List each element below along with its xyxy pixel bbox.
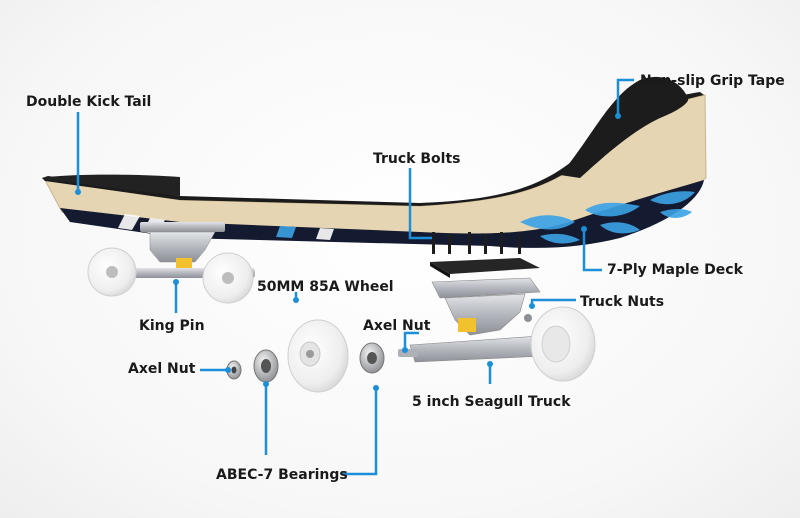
label-wheel: 50MM 85A Wheel — [257, 279, 394, 295]
label-double-kick-tail: Double Kick Tail — [26, 94, 152, 110]
right-truck-assembly — [398, 277, 596, 382]
leader-line-endpoints — [75, 113, 621, 391]
label-truck-nuts: Truck Nuts — [580, 294, 665, 310]
exploded-bearing-right — [359, 342, 385, 374]
label-seagull-truck: 5 inch Seagull Truck — [412, 394, 571, 410]
label-maple-deck: 7-Ply Maple Deck — [607, 262, 743, 278]
label-truck-bolts: Truck Bolts — [373, 151, 461, 167]
left-hanger — [149, 231, 216, 263]
right-axle — [409, 335, 546, 363]
exploded-axel-nut-left — [226, 360, 242, 380]
tail-grip-surface — [42, 174, 180, 196]
nose-grip-surface — [560, 76, 689, 178]
right-bushing — [458, 318, 476, 332]
truck-bolts — [432, 232, 521, 254]
right-hanger-body — [444, 293, 526, 336]
right-riser-pad — [430, 258, 540, 278]
left-truck-assembly — [87, 222, 255, 304]
right-baseplate — [431, 277, 541, 299]
exploded-wheel — [287, 319, 349, 393]
label-bearings: ABEC-7 Bearings — [216, 467, 348, 483]
exploded-bearing — [253, 349, 279, 383]
label-axel-nut-left: Axel Nut — [128, 361, 196, 377]
right-axle-pin — [398, 349, 418, 357]
label-non-slip-grip-tape: Non-slip Grip Tape — [640, 73, 785, 89]
label-axel-nut-right: Axel Nut — [363, 318, 431, 334]
left-baseplate — [140, 222, 225, 232]
label-king-pin: King Pin — [139, 318, 205, 334]
leader-lines — [76, 78, 634, 476]
